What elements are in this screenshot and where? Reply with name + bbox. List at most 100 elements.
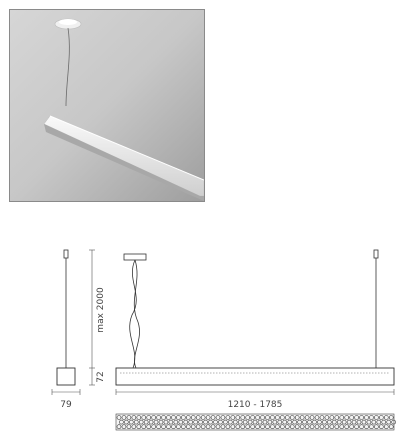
diffuser-cell <box>161 424 166 429</box>
diffuser-cell <box>161 415 166 420</box>
diffuser-cell <box>153 419 159 425</box>
diffuser-cell <box>126 424 132 429</box>
diffuser-cell <box>364 415 369 420</box>
diffuser-cell <box>156 424 161 429</box>
diffuser-cell <box>270 415 275 420</box>
diffuser-cell <box>331 419 337 425</box>
diffuser-cell <box>388 424 394 429</box>
diffuser-cell <box>190 424 196 429</box>
diffuser-cell <box>220 415 226 420</box>
diffuser-cell <box>213 419 218 425</box>
diffuser-cell <box>195 424 201 429</box>
diffuser-cell <box>280 424 285 429</box>
diffuser-cell <box>317 419 322 425</box>
diffuser-cell <box>245 415 250 420</box>
diffuser-cell <box>171 424 176 429</box>
diffuser-cell <box>126 415 132 420</box>
diffuser-cell <box>374 424 379 429</box>
diffuser-cell <box>270 424 275 429</box>
diffuser-cell <box>133 419 139 425</box>
diffuser-cell <box>225 424 231 429</box>
diffuser-cell <box>304 424 310 429</box>
diffuser-cell <box>354 424 359 429</box>
diffuser-cell <box>329 415 335 420</box>
diffuser-cell <box>351 419 357 425</box>
diffuser-cell <box>205 415 211 420</box>
diffuser-cell <box>359 424 364 429</box>
diffuser-cell <box>255 424 260 429</box>
diffuser-cell <box>173 419 179 425</box>
diffuser-cell <box>121 415 127 420</box>
diffuser-cell <box>292 419 297 425</box>
side-view <box>56 249 76 386</box>
diffuser-cell <box>304 415 310 420</box>
diffuser-cell <box>129 419 134 425</box>
diffuser-cell <box>168 419 174 425</box>
diffuser-cell <box>166 415 171 420</box>
diffuser-cell <box>230 424 236 429</box>
diffuser-cell <box>148 419 154 425</box>
diffuser-cell <box>284 415 290 420</box>
diffuser-cell <box>200 415 206 420</box>
diffuser-cell <box>334 415 340 420</box>
diffuser-cell <box>143 419 149 425</box>
diffuser-cell <box>252 419 258 425</box>
diffuser-cell <box>156 415 161 420</box>
diffuser-cell <box>247 419 253 425</box>
diffuser-cell <box>391 419 396 425</box>
width-label: 79 <box>60 400 72 410</box>
diffuser-cell <box>319 415 325 420</box>
diffuser-cell <box>336 419 342 425</box>
max-height-label: max 2000 <box>96 287 106 333</box>
diffuser-cell <box>190 415 196 420</box>
diffuser-cell <box>369 424 374 429</box>
diffuser-cell <box>361 419 367 425</box>
diffuser-cell <box>141 424 147 429</box>
diffuser-cell <box>203 419 208 425</box>
diffuser-cell <box>374 415 379 420</box>
diffuser-cell <box>119 419 124 425</box>
diffuser-cell <box>260 415 265 420</box>
diffuser-cell <box>329 424 335 429</box>
diffuser-cell <box>146 424 151 429</box>
diffuser-cell <box>322 419 327 425</box>
diffuser-cell <box>388 415 394 420</box>
diffuser-cell <box>215 424 221 429</box>
diffuser-cell <box>383 415 389 420</box>
diffuser-cell <box>171 415 176 420</box>
diffuser-cell <box>309 424 315 429</box>
diffuser-cell <box>151 424 156 429</box>
diffuser-cell <box>312 419 317 425</box>
diffuser-cell <box>299 415 305 420</box>
diffuser-cell <box>141 415 147 420</box>
diffuser-cell <box>379 424 384 429</box>
diffuser-cell <box>265 415 270 420</box>
diffuser-cell <box>116 415 122 420</box>
product-photo <box>9 9 205 202</box>
diffuser-cell <box>376 419 382 425</box>
diffuser-cell <box>314 415 320 420</box>
diffuser-cell <box>218 419 223 425</box>
diffuser-cell <box>225 415 231 420</box>
front-view <box>115 249 395 386</box>
diffuser-cell <box>339 424 345 429</box>
diffuser-cell <box>193 419 198 425</box>
diffuser-cell <box>344 415 350 420</box>
diffuser-cell <box>166 424 171 429</box>
diffuser-cell <box>181 415 186 420</box>
diffuser-cell <box>208 419 213 425</box>
diffuser-cell <box>371 419 377 425</box>
diffuser-cell <box>275 424 280 429</box>
diffuser-cell <box>324 415 330 420</box>
diffuser-cell <box>235 424 241 429</box>
diffuser-cell <box>215 415 221 420</box>
diffuser-cell <box>158 419 164 425</box>
diffuser-cell <box>250 415 255 420</box>
diffuser-cell <box>230 415 236 420</box>
diffuser-cell <box>319 424 325 429</box>
diffuser-cell <box>200 424 206 429</box>
diffuser-cell <box>294 424 300 429</box>
diffuser-cell <box>116 424 122 429</box>
diffuser-cell <box>297 419 302 425</box>
diffuser-cell <box>302 419 307 425</box>
